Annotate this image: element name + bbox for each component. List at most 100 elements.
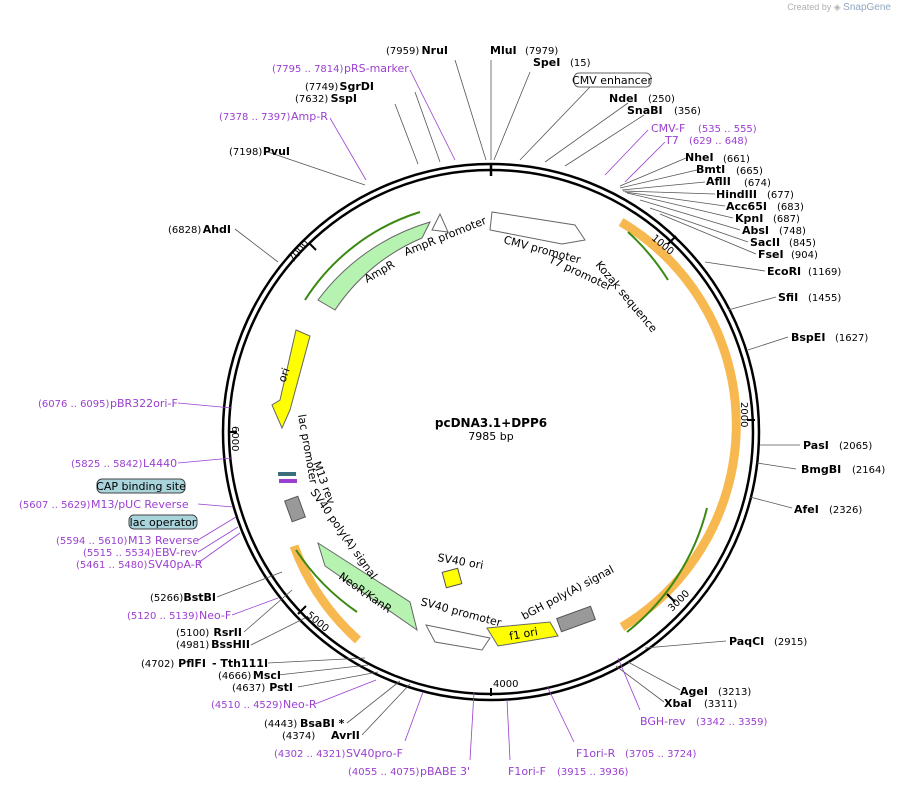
enzyme-aflii-pos: (674) (744, 178, 771, 189)
enzyme-pasi: PasI (803, 439, 829, 452)
enzyme-pflfi: PflFI (178, 657, 206, 670)
bgh-polya-feature (556, 605, 596, 633)
enzyme-bspei: BspEI (791, 331, 825, 344)
enzyme-sfii-pos: (1455) (808, 293, 841, 304)
enzyme-nhei: NheI (685, 151, 714, 164)
enzyme-psti-pos: (4637) (232, 683, 265, 694)
enzyme-rsrii-pos: (5100) (176, 628, 209, 639)
enzyme-avrii-pos: (4374) (282, 731, 315, 742)
enzyme-bsabi: BsaBI * (300, 717, 345, 730)
tick-3000 (666, 593, 676, 603)
lac-promoter-marker (278, 472, 296, 476)
enzyme-bspei-pos: (1627) (835, 333, 868, 344)
primer-amp-r: Amp-R (291, 110, 328, 123)
sv40-ori-feature (441, 567, 463, 589)
enzyme-sacii-pos: (845) (789, 238, 816, 249)
enzyme-kpni: KpnI (735, 212, 763, 225)
cap-binding-label: CAP binding site (96, 480, 186, 493)
enzyme-avrii: AvrII (331, 729, 360, 742)
primer-neo-f: Neo-F (199, 609, 231, 622)
primer-cmv-f-range: (535 .. 555) (698, 124, 757, 135)
feature-sv40-ori: SV40 ori (436, 551, 484, 572)
enzyme-tth111i: - Tth111I (212, 657, 268, 670)
cap-binding-box (96, 478, 186, 494)
primer-neo-r-range: (4510 .. 4529) (211, 700, 283, 711)
tick-5000 (297, 605, 307, 615)
leader-lines (216, 59, 800, 736)
enzyme-absi: AbsI (742, 224, 769, 237)
enzyme-bsshii-pos: (4981) (176, 640, 209, 651)
watermark: Created by ◈ SnapGene (787, 2, 891, 13)
primer-prs-marker: pRS-marker (344, 62, 409, 75)
enzyme-absi-pos: (748) (779, 226, 806, 237)
primer-ebv-rev-range: (5515 .. 5534) (83, 548, 155, 559)
enzyme-hindiii-pos: (677) (767, 190, 794, 201)
enzyme-paqci-pos: (2915) (774, 637, 807, 648)
primer-f1ori-r: F1ori-R (576, 747, 616, 760)
primer-sv40pa-r-range: (5461 .. 5480) (76, 560, 148, 571)
enzyme-sfii: SfiI (778, 291, 798, 304)
enzyme-agei-pos: (3213) (718, 687, 751, 698)
sv40-promoter-feature (425, 624, 491, 651)
primer-bgh-rev-range: (3342 .. 3359) (696, 717, 768, 728)
watermark-prefix: Created by (787, 2, 832, 12)
enzyme-bmti: BmtI (696, 163, 725, 176)
lac-operator-label: lac operator (130, 516, 197, 529)
feature-bgh-polya: bGH poly(A) signal (519, 563, 616, 623)
cmv-enhancer-box (573, 72, 652, 88)
enzyme-nhei-pos: (661) (723, 154, 750, 165)
ampr-feature (317, 221, 431, 311)
enzyme-snabi: SnaBI (627, 104, 663, 117)
enzyme-xbai-pos: (3311) (704, 699, 737, 710)
enzyme-nrui: NruI (421, 44, 448, 57)
enzyme-kpni-pos: (687) (773, 214, 800, 225)
enzyme-ndei-pos: (250) (648, 94, 675, 105)
primer-l4440-range: (5825 .. 5842) (71, 459, 143, 470)
enzyme-ecori-pos: (1169) (808, 267, 841, 278)
primer-t7: T7 (664, 134, 679, 147)
primer-leader-lines (177, 69, 666, 761)
primer-sv40pro-f-range: (4302 .. 4321) (274, 749, 346, 760)
enzyme-xbai: XbaI (664, 697, 692, 710)
primer-pbabe3-range: (4055 .. 4075) (348, 767, 420, 778)
cds-arrow-neo (295, 549, 358, 613)
enzyme-pvui: PvuI (263, 145, 290, 158)
primer-pbr322ori-f-range: (6076 .. 6095) (38, 399, 110, 410)
enzyme-agei: AgeI (680, 685, 708, 698)
tick-label-6000: 6000 (229, 426, 240, 451)
enzyme-snabi-pos: (356) (674, 106, 701, 117)
enzyme-acc65i-pos: (683) (777, 202, 804, 213)
plasmid-length: 7985 bp (468, 430, 513, 443)
feature-f1-ori: f1 ori (508, 625, 539, 643)
tick-label-2000: 2000 (738, 402, 749, 427)
m13-marker (279, 479, 297, 483)
ampr-promoter-arrow (431, 212, 449, 233)
enzyme-psti: PstI (269, 681, 293, 694)
primer-ebv-rev: EBV-rev (155, 546, 198, 559)
ampr-inner-arrow (304, 211, 421, 301)
enzyme-sgrdi-pos: (7749) (305, 82, 338, 93)
primer-neo-r: Neo-R (283, 698, 317, 711)
enzyme-mlui: MluI (490, 44, 517, 57)
enzyme-bmgbi: BmgBI (801, 463, 841, 476)
snapgene-logo-icon: ◈ (833, 2, 841, 12)
f1-ori-feature (486, 621, 559, 647)
feature-ori: ori (276, 366, 293, 384)
neor-feature (317, 541, 418, 632)
primer-amp-r-range: (7378 .. 7397) (219, 112, 291, 123)
primer-m13-reverse-range: (5594 .. 5610) (56, 536, 128, 547)
orf-arc-neo (289, 544, 362, 644)
watermark-brand: SnapGene (843, 2, 891, 13)
primer-m13-puc-reverse-range: (5607 .. 5629) (19, 500, 91, 511)
enzyme-fsei-pos: (904) (791, 250, 818, 261)
primer-sv40pro-f: SV40pro-F (346, 747, 403, 760)
primer-bgh-rev: BGH-rev (640, 715, 686, 728)
feature-sv40-promoter: SV40 promoter (419, 595, 503, 629)
primer-l4440: L4440 (143, 457, 177, 470)
enzyme-bsshii: BssHII (211, 638, 250, 651)
primer-cmv-f: CMV-F (651, 122, 685, 135)
enzyme-rsrii: RsrII (213, 626, 242, 639)
cds-arrow-2 (626, 507, 708, 633)
enzyme-msci: MscI (253, 669, 281, 682)
tick-label-5000: 5000 (304, 610, 331, 635)
